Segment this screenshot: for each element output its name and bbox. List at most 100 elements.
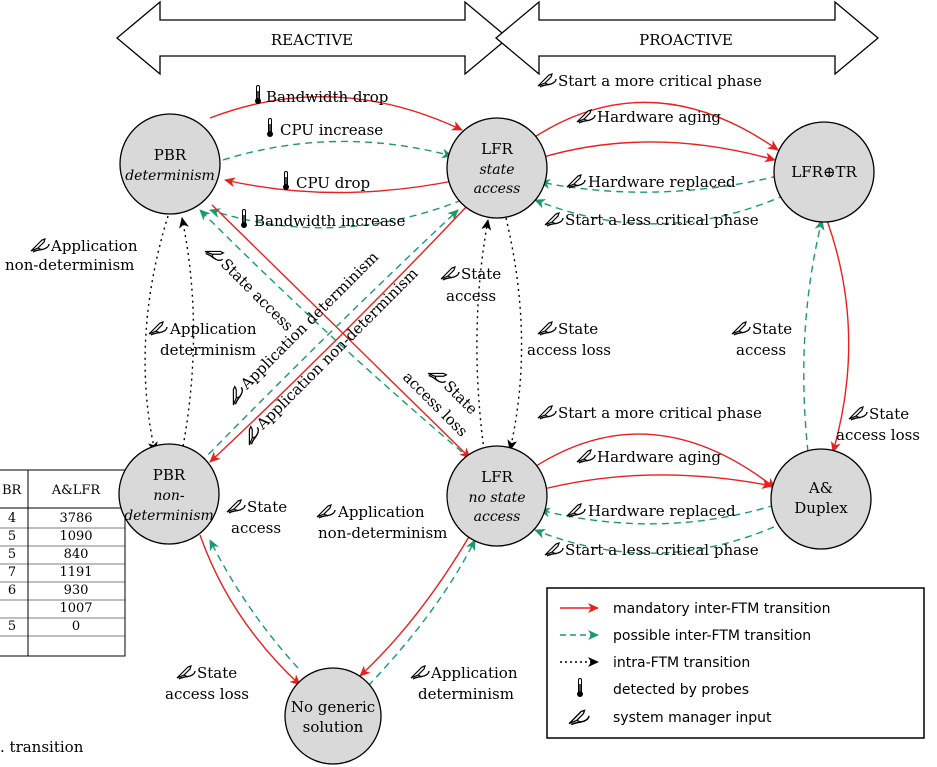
proactive-double-arrow: PROACTIVE — [494, 0, 880, 76]
thermometer-icon — [254, 85, 262, 105]
label-top-hardware-replaced: Hardware replaced — [588, 173, 736, 191]
label-pbr-state-2: access — [231, 519, 281, 537]
node-pbr-determinism: PBR determinism — [119, 113, 221, 215]
table-cell: 840 — [64, 547, 89, 562]
legend-probes: detected by probes — [613, 682, 749, 698]
node-lfr-state-title: LFR — [481, 140, 513, 158]
table-cell: 5 — [8, 529, 16, 544]
edge-top-hardware-aging — [539, 141, 776, 163]
label-state-access-v2: access — [446, 287, 496, 305]
label-bottom-hardware-aging: Hardware aging — [597, 448, 721, 466]
edge-nogeneric-to-lfr — [367, 539, 476, 687]
label-right-state-access-2: access — [736, 341, 786, 359]
hand-writing-icon — [731, 321, 751, 336]
thermometer-icon — [266, 118, 274, 138]
node-aduplex-title1: A& — [808, 479, 833, 497]
label-bottom-state-1: State — [197, 664, 237, 682]
hand-writing-icon — [410, 665, 430, 680]
thermometer-icon — [282, 171, 290, 191]
edge-pbr-to-nogeneric — [199, 534, 301, 686]
edge-cpu-increase — [222, 140, 453, 161]
proactive-label: PROACTIVE — [639, 31, 733, 49]
hand-writing-icon — [537, 73, 557, 88]
node-no-generic-solution: No generic solution — [284, 667, 382, 765]
label-app-det-line2: determinism — [160, 341, 256, 359]
node-lfr-state-sub1: state — [479, 162, 514, 178]
label-state-access-loss-v2: access loss — [527, 341, 611, 359]
reactive-double-arrow: REACTIVE — [115, 0, 510, 76]
hand-writing-icon — [848, 406, 868, 421]
label-bottom-state-2: access loss — [165, 685, 249, 703]
edge-lfr-to-nogeneric — [359, 534, 471, 677]
edge-top-more-critical — [529, 101, 779, 151]
legend-manager: system manager input — [613, 710, 772, 726]
label-cpu-increase: CPU increase — [280, 121, 383, 139]
label-bottom-hardware-replaced: Hardware replaced — [588, 502, 736, 520]
label-bottom-less-critical: Start a less critical phase — [565, 541, 759, 559]
node-lfr-tr-title: LFR⊕TR — [791, 163, 857, 181]
label-app-nondet-line2: non-determinism — [5, 256, 134, 274]
label-cpu-drop: CPU drop — [296, 174, 370, 192]
edge-cpu-drop — [224, 177, 459, 194]
label-pbr-state-1: State — [247, 498, 287, 516]
node-lfr-state-sub2: access — [474, 181, 521, 197]
table-cell: 3786 — [59, 511, 92, 526]
edge-state-access-vertical — [476, 219, 492, 451]
node-lfr-tr: LFR⊕TR — [773, 121, 875, 223]
edge-nogeneric-to-pbr — [209, 539, 299, 669]
table-cell: 930 — [64, 583, 89, 598]
table-cell: 1090 — [59, 529, 92, 544]
label-state-access-v1: State — [461, 265, 501, 283]
legend-intra: intra-FTM transition — [613, 655, 750, 671]
table-cell: 5 — [8, 547, 16, 562]
table-caption-fragment: . transition — [0, 738, 84, 756]
hand-writing-icon — [148, 321, 168, 336]
label-right-state-access-loss-2: access loss — [836, 426, 920, 444]
label-top-more-critical: Start a more critical phase — [558, 72, 762, 90]
table-cell: 1191 — [59, 565, 92, 580]
hand-writing-icon — [537, 405, 557, 420]
hand-writing-icon — [226, 499, 246, 514]
table-cell: 5 — [8, 619, 16, 634]
edge-bandwidth-drop — [209, 96, 463, 131]
node-pbr-nondet-sub2: determinism — [124, 508, 214, 524]
label-right-state-access-1: State — [752, 320, 792, 338]
edge-top-hardware-replaced — [539, 175, 779, 193]
table-cell: 6 — [8, 583, 16, 598]
edge-right-state-access — [803, 219, 825, 453]
table-cell: 0 — [72, 619, 80, 634]
node-pbr-non-determinism: PBR non- determinism — [118, 443, 220, 545]
reactive-label: REACTIVE — [271, 31, 353, 49]
node-lfr-nostate-sub2: access — [474, 509, 521, 525]
legend: mandatory inter-FTM transition possible … — [546, 587, 925, 739]
node-lfr-nostate-sub1: no state — [469, 490, 526, 506]
label-app-nondet-line1: Application — [50, 237, 138, 255]
node-pbr-det-sub: determinism — [125, 168, 215, 184]
node-nogeneric-title2: solution — [303, 718, 364, 736]
label-bottom-more-critical: Start a more critical phase — [558, 404, 762, 422]
edge-diag-app-nondeterminism — [209, 204, 469, 463]
table-cell: 1007 — [59, 601, 92, 616]
hand-writing-icon — [30, 238, 50, 253]
node-pbr-det-title: PBR — [154, 146, 187, 164]
hand-writing-icon — [544, 212, 564, 227]
hand-writing-icon — [566, 174, 586, 189]
label-bottom-app-1: Application — [430, 664, 518, 682]
table-cell: 4 — [8, 511, 16, 526]
label-bottom-app-2: determinism — [418, 685, 514, 703]
legend-possible: possible inter-FTM transition — [613, 628, 811, 644]
label-right-state-access-loss-1: State — [869, 405, 909, 423]
label-top-hardware-aging: Hardware aging — [597, 108, 721, 126]
node-pbr-nondet-sub1: non- — [153, 488, 184, 504]
table-header-alfr: A&LFR — [51, 483, 102, 498]
table-header-br: BR — [2, 483, 23, 498]
thermometer-icon — [240, 209, 248, 229]
edge-app-nondeterminism-vertical — [144, 215, 169, 453]
node-pbr-nondet-title: PBR — [153, 466, 186, 484]
hand-writing-icon — [544, 542, 564, 557]
label-state-access-loss-v1: State — [558, 320, 598, 338]
node-aduplex-title2: Duplex — [794, 499, 848, 517]
label-top-less-critical: Start a less critical phase — [565, 211, 759, 229]
hand-writing-icon — [537, 321, 557, 336]
